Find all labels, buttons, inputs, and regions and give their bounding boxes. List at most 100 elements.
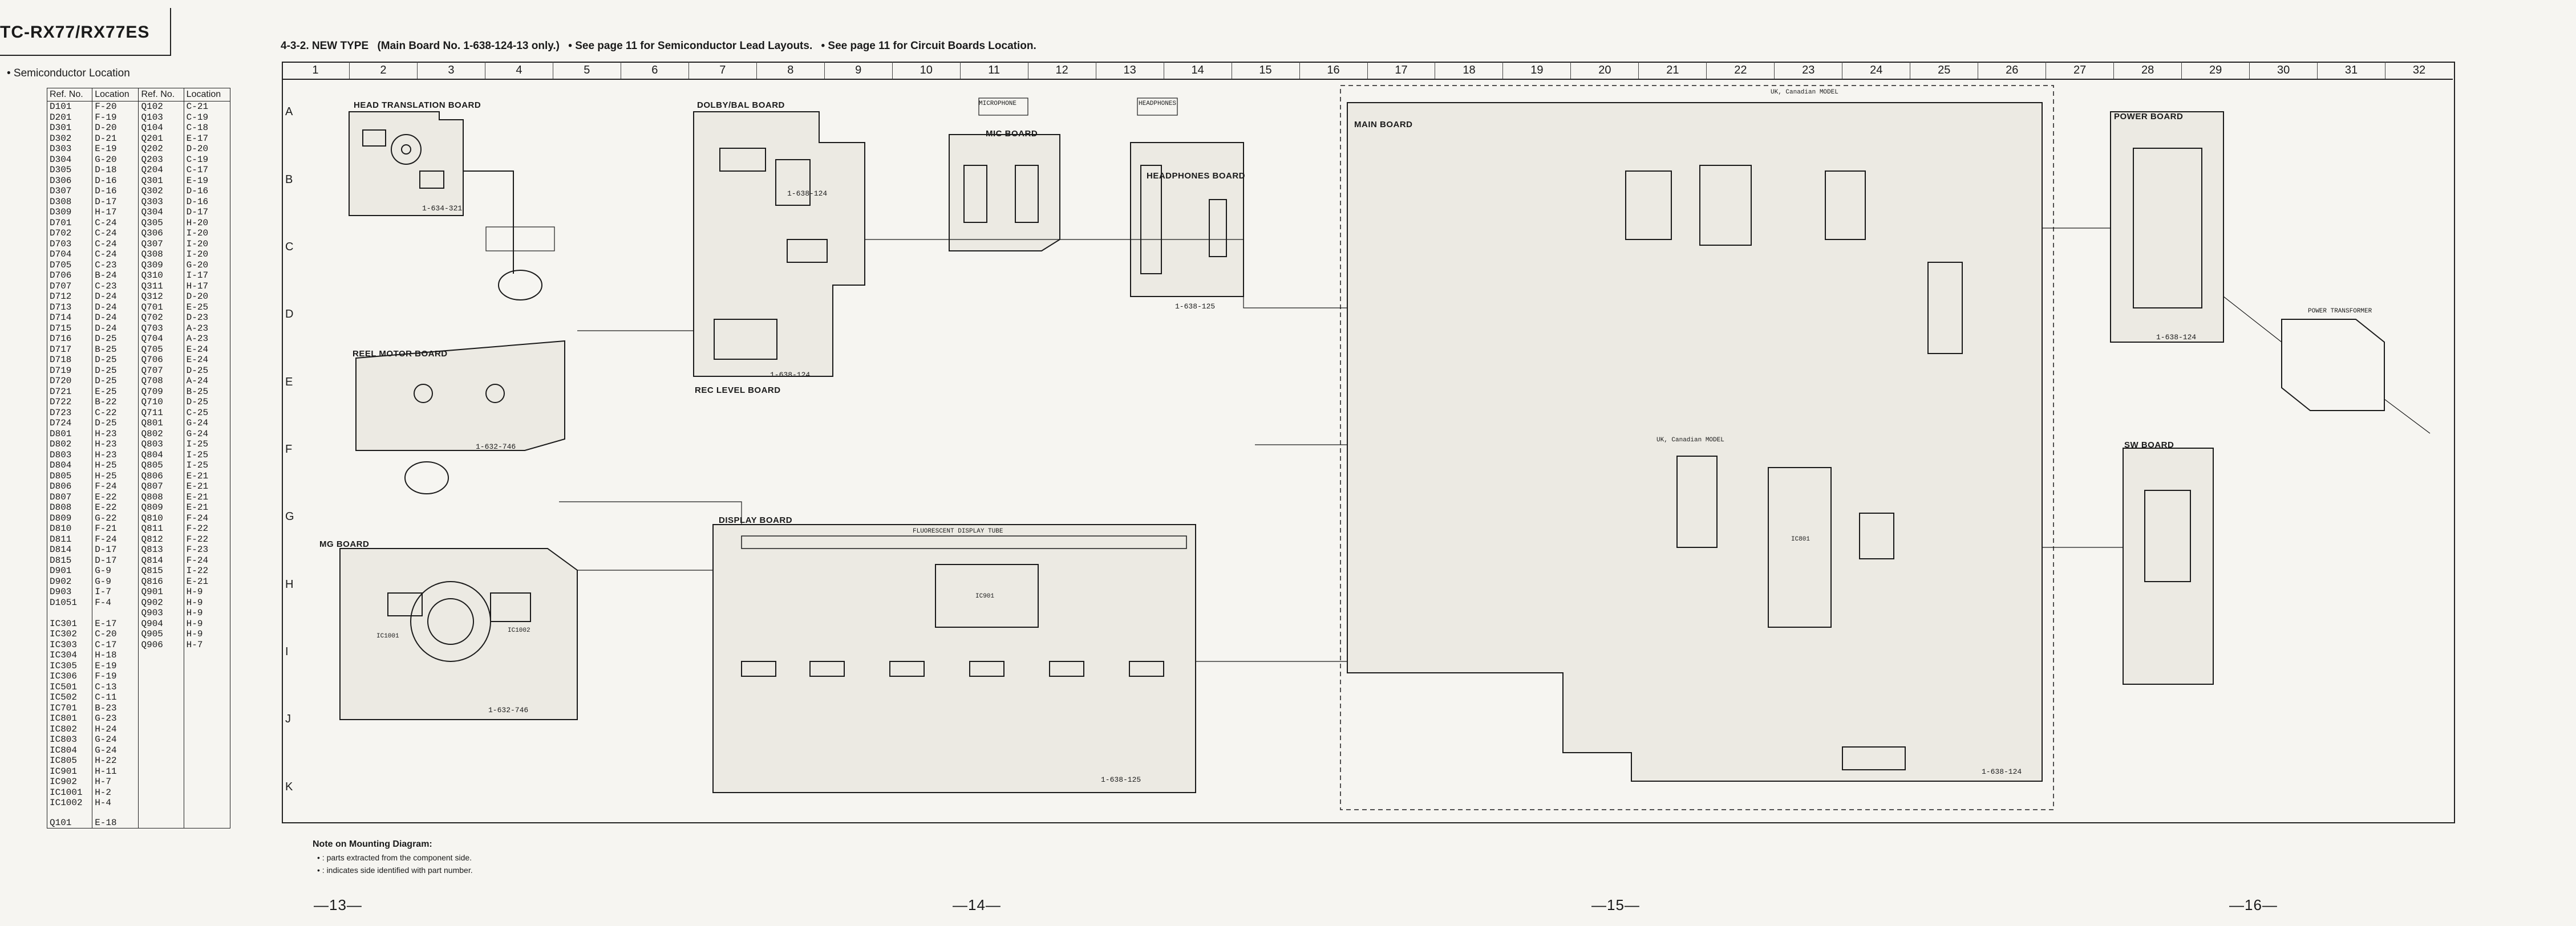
ref-no-cell: D809	[46, 513, 93, 523]
column-index-4: 4	[485, 62, 553, 79]
ref-no-cell: D706	[46, 270, 93, 281]
location-cell: H-9	[183, 587, 231, 598]
location-cell: G-23	[92, 713, 139, 724]
ref-no-cell: IC902	[46, 777, 93, 787]
reel-motor	[404, 461, 449, 494]
column-index-14: 14	[1164, 62, 1232, 79]
location-cell: E-24	[183, 344, 231, 355]
ref-no-cell: D1051	[46, 597, 93, 608]
location-cell: D-16	[92, 175, 139, 186]
location-cell: G-20	[183, 259, 231, 270]
dolby-bal-board-label: DOLBY/BAL BOARD	[697, 100, 785, 110]
location-cell: G-24	[92, 745, 139, 756]
location-cell: H-23	[92, 428, 139, 439]
ref-no-cell: Q809	[138, 502, 184, 513]
ref-no-cell: Q901	[138, 587, 184, 598]
ref-no-cell: Q310	[138, 270, 184, 281]
ref-no-cell: IC804	[46, 745, 93, 756]
location-cell: H-22	[92, 756, 139, 766]
column-index-6: 6	[621, 62, 689, 79]
location-cell: C-11	[92, 692, 139, 703]
location-cell: I-20	[183, 249, 231, 260]
location-cell: C-17	[92, 639, 139, 650]
location-cell: D-24	[92, 312, 139, 323]
ref-no-cell: D306	[46, 175, 93, 186]
column-index-2: 2	[350, 62, 418, 79]
uk-canadian-model-note: UK, Canadian MODEL	[1771, 89, 1838, 96]
column-index-28: 28	[2114, 62, 2182, 79]
heading-main-board: (Main Board No. 1-638-124-13 only.)	[377, 40, 560, 52]
location-cell: I-25	[183, 460, 231, 471]
ref-no-cell: Q102	[138, 101, 184, 112]
location-cell: H-18	[92, 650, 139, 661]
heading-note-board-location: • See page 11 for Circuit Boards Locatio…	[821, 40, 1036, 52]
location-cell: E-24	[183, 355, 231, 365]
reel-motor-board-label: REEL MOTOR BOARD	[353, 349, 448, 359]
ref-no-cell: D101	[46, 101, 93, 112]
location-cell: F-24	[183, 555, 231, 566]
location-cell: D-17	[92, 545, 139, 555]
reel-motor-part-no: 1-632-746	[476, 442, 516, 451]
location-cell: D-25	[92, 334, 139, 344]
location-cell	[183, 817, 231, 828]
wiring-harness	[559, 228, 2431, 662]
location-cell: H-4	[92, 798, 139, 809]
location-cell: F-19	[92, 671, 139, 682]
ref-no-cell: Q703	[138, 323, 184, 334]
location-cell: G-22	[92, 513, 139, 523]
location-cell: G-9	[92, 576, 139, 587]
ref-no-cell: D719	[46, 365, 93, 376]
ref-no-cell: Q811	[138, 523, 184, 534]
ic801-label: IC801	[1791, 536, 1811, 543]
semiconductor-table: Ref. No. Location Ref. No. Location D101…	[46, 88, 231, 828]
ref-no-cell: Q802	[138, 428, 184, 439]
ref-no-cell: Q902	[138, 597, 184, 608]
power-board-label: POWER BOARD	[2114, 112, 2184, 121]
location-cell: D-16	[183, 196, 231, 207]
location-cell: D-24	[92, 302, 139, 312]
location-cell	[183, 660, 231, 671]
location-cell: E-19	[92, 660, 139, 671]
location-cell: C-19	[183, 154, 231, 165]
location-cell: C-13	[92, 681, 139, 692]
fluorescent-display-label: FLUORESCENT DISPLAY TUBE	[913, 528, 1003, 535]
column-index-15: 15	[1232, 62, 1300, 79]
location-cell: D-24	[92, 323, 139, 334]
location-cell: H-23	[92, 449, 139, 460]
column-index-1: 1	[282, 62, 350, 79]
location-cell: G-24	[183, 428, 231, 439]
location-cell: H-9	[183, 597, 231, 608]
location-cell: F-19	[92, 112, 139, 123]
mg-board-label: MG BOARD	[319, 539, 370, 549]
page-number-14: —14—	[953, 896, 1001, 913]
location-cell: F-22	[183, 523, 231, 534]
column-index-30: 30	[2250, 62, 2318, 79]
location-cell: C-22	[92, 407, 139, 418]
location-cell: D-17	[92, 196, 139, 207]
ref-no-cell: D701	[46, 217, 93, 228]
location-cell: C-17	[183, 165, 231, 176]
ref-no-cell: IC1002	[46, 798, 93, 809]
location-cell	[183, 756, 231, 766]
ref-no-cell: Q309	[138, 259, 184, 270]
ref-no-cell: Q202	[138, 144, 184, 155]
location-cell: I-25	[183, 439, 231, 450]
location-cell: D-16	[183, 186, 231, 197]
location-cell	[183, 713, 231, 724]
ref-no-cell: D309	[46, 207, 93, 218]
ref-no-cell: D801	[46, 428, 93, 439]
